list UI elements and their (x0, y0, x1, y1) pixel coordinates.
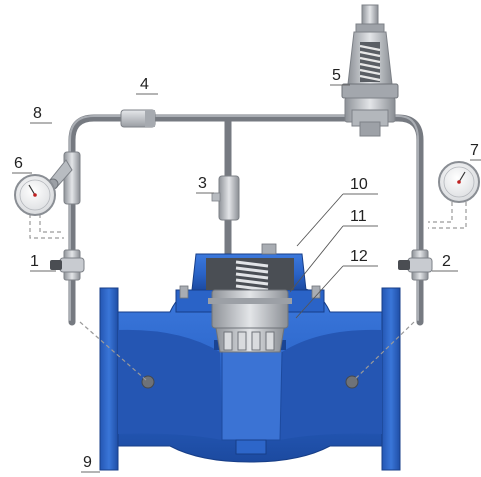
callout-labels: 1 2 3 4 5 6 7 8 9 10 11 12 (14, 67, 479, 471)
label-10: 10 (350, 176, 368, 193)
label-6: 6 (14, 155, 23, 172)
label-8: 8 (33, 105, 42, 122)
tube-highlight (69, 115, 419, 321)
label-2: 2 (442, 253, 451, 270)
label-9: 9 (83, 454, 92, 471)
label-11: 11 (350, 208, 367, 225)
label-12: 12 (350, 248, 368, 265)
label-3: 3 (198, 175, 207, 192)
body-tap-right (345, 375, 359, 389)
ball-valve-1 (50, 249, 85, 281)
main-spring-10 (235, 260, 269, 292)
label-1: 1 (30, 253, 39, 270)
pilot-valve-5 (341, 4, 399, 137)
inline-fitting-3 (211, 175, 240, 221)
inline-fitting-4 (120, 109, 156, 128)
pilot-spring (359, 44, 381, 82)
pilot-tube-left (68, 114, 356, 326)
label-5: 5 (332, 67, 341, 84)
main-valve-body-9 (79, 287, 415, 471)
callout-leaders (289, 193, 344, 319)
label-4: 4 (140, 76, 149, 93)
label-underlines (12, 84, 481, 473)
pressure-gauge-7 (428, 161, 480, 229)
valve-plug-12 (215, 327, 285, 353)
piston-assembly-11 (208, 289, 292, 329)
label-7: 7 (470, 142, 479, 159)
pressure-gauge-6 (14, 174, 64, 239)
ball-valve-2 (398, 249, 433, 281)
